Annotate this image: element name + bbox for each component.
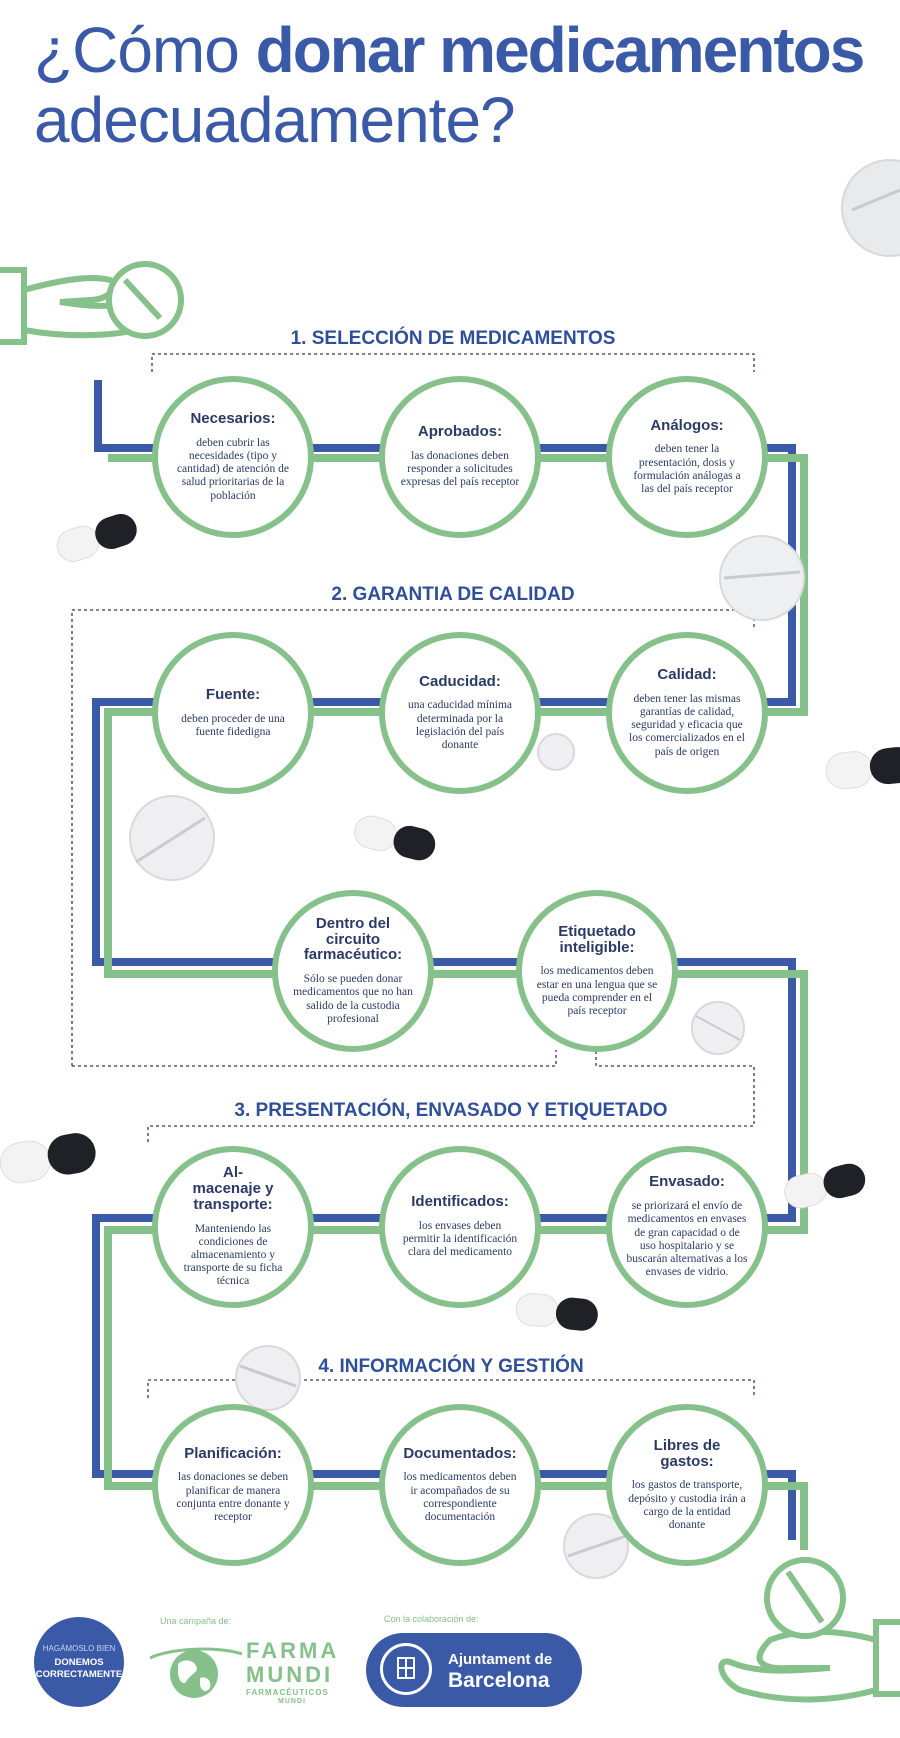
farma-line2: MUNDI [246,1662,334,1687]
farmamundi-logo: FARMA MUNDI FARMACÉUTICOS MUNDI [150,1638,340,1708]
section-title-2: 2. GARANTIA DE CALIDAD [331,584,575,605]
section-title-4: 4. INFORMACIÓN Y GESTIÓN [318,1356,584,1377]
criterion-title: Dentro del circuito farmacéutico: [303,914,403,964]
title-light: ¿Cómo [34,14,256,86]
criterion-title: Envasado: [649,1173,725,1191]
criterion-desc: las donaciones deben responder a solicit… [400,450,520,489]
hand-pill-icon [0,261,184,345]
criterion-desc: los envases deben permitir la identifica… [402,1220,518,1259]
criterion-circuito: Dentro del circuito farmacéutico: Sólo s… [272,890,434,1052]
criterion-desc: las donaciones se deben planificar de ma… [176,1471,290,1524]
criterion-title: Caducidad: [419,672,501,690]
hand-pill-icon-bottom [718,1557,900,1703]
section1-frame [151,353,755,372]
campaign-badge: HAGÁMOSLO BIEN DONEMOS CORRECTAMENTE [34,1617,124,1707]
criterion-title: Al- macenaje y transporte: [192,1164,274,1213]
criterion-title: Fuente: [205,685,261,703]
criterion-envasado: Envasado: se priorizará el envío de medi… [606,1146,768,1308]
farma-line4: MUNDI [278,1698,306,1705]
criterion-title: Libres de gastos: [653,1436,721,1470]
criterion-title: Necesarios: [190,410,276,428]
badge-line2: DONEMOS CORRECTAMENTE [35,1657,123,1680]
section3-frame [147,1052,755,1142]
criterion-documentados: Documentados: los medicamentos deben ir … [379,1404,541,1566]
title-line2: adecuadamente? [34,84,516,156]
criterion-title: Identificados: [411,1193,509,1211]
section4-frame [147,1379,755,1398]
title-bold: donar medicamentos [255,14,866,86]
criterion-desc: los medicamentos deben ir acompañados de… [403,1471,517,1524]
section-title-3: 3. PRESENTACIÓN, ENVASADO Y ETIQUETADO [234,1100,668,1121]
criterion-title: Etiquetado inteligible: [558,922,636,956]
criterion-fuente: Fuente: deben proceder de una fuente fid… [152,632,314,794]
criterion-almacenaje: Al- macenaje y transporte: Manteniendo l… [152,1146,314,1308]
criterion-desc: Sólo se pueden donar medicamentos que no… [293,973,413,1025]
criterion-desc: deben proceder de una fuente fidedigna [181,712,285,738]
criterion-desc: deben tener las mismas garantías de cali… [629,692,745,758]
page-title: ¿Cómo donar medicamentos adecuadamente? [34,18,894,152]
collab-label: Con la colaboración de: [384,1614,479,1624]
section2-frame-bottom [72,1050,557,1067]
criterion-title: Análogos: [650,416,724,434]
criterion-desc: los medicamentos deben estar en una leng… [536,965,658,1017]
criterion-title: Planificación: [184,1444,282,1462]
criterion-necesarios: Necesarios: deben cubrir las necesidades… [152,376,314,538]
ajunt-line1: Ajuntament de [448,1651,553,1668]
criterion-caducidad: Caducidad: una caducidad mínima determin… [379,632,541,794]
criterion-desc: deben cubrir las necesidades (tipo y can… [176,436,290,502]
criterion-desc: deben tener la presentación, dosis y for… [633,443,741,496]
criterion-libres-gastos: Libres de gastos: los gastos de transpor… [606,1404,768,1566]
ajuntament-logo: Ajuntament de Barcelona [366,1633,582,1707]
criterion-desc: Manteniendo las condiciones de almacenam… [183,1222,283,1288]
criterion-desc: una caducidad mínima determinada por la … [407,699,513,752]
ajunt-line2: Barcelona [448,1669,550,1692]
globe-icon [150,1647,242,1698]
criterion-planificacion: Planificación: las donaciones se deben p… [152,1404,314,1566]
tablet-decoration [129,159,900,1579]
criterion-title: Documentados: [403,1444,517,1462]
criterion-title: Aprobados: [417,423,503,441]
criterion-etiquetado: Etiquetado inteligible: los medicamentos… [516,890,678,1052]
badge-line1: HAGÁMOSLO BIEN [42,1644,116,1654]
criterion-aprobados: Aprobados: las donaciones deben responde… [379,376,541,538]
farma-line1: FARMA [246,1638,340,1663]
section-title-1: 1. SELECCIÓN DE MEDICAMENTOS [290,328,616,349]
seal-icon [380,1643,432,1695]
criterion-desc: se priorizará el envío de medicamentos e… [626,1200,748,1279]
criterion-title: Calidad: [657,666,717,684]
criterion-identificados: Identificados: los envases deben permiti… [379,1146,541,1308]
criterion-calidad: Calidad: deben tener las mismas garantía… [606,632,768,794]
green-track-line [104,454,808,1550]
campaign-label: Una campaña de: [160,1616,232,1626]
criterion-desc: los gastos de transporte, depósito y cus… [628,1479,746,1531]
capsule-decoration [0,513,900,1331]
farma-line3: FARMACÉUTICOS [246,1688,329,1697]
criterion-analogos: Análogos: deben tener la presentación, d… [606,376,768,538]
